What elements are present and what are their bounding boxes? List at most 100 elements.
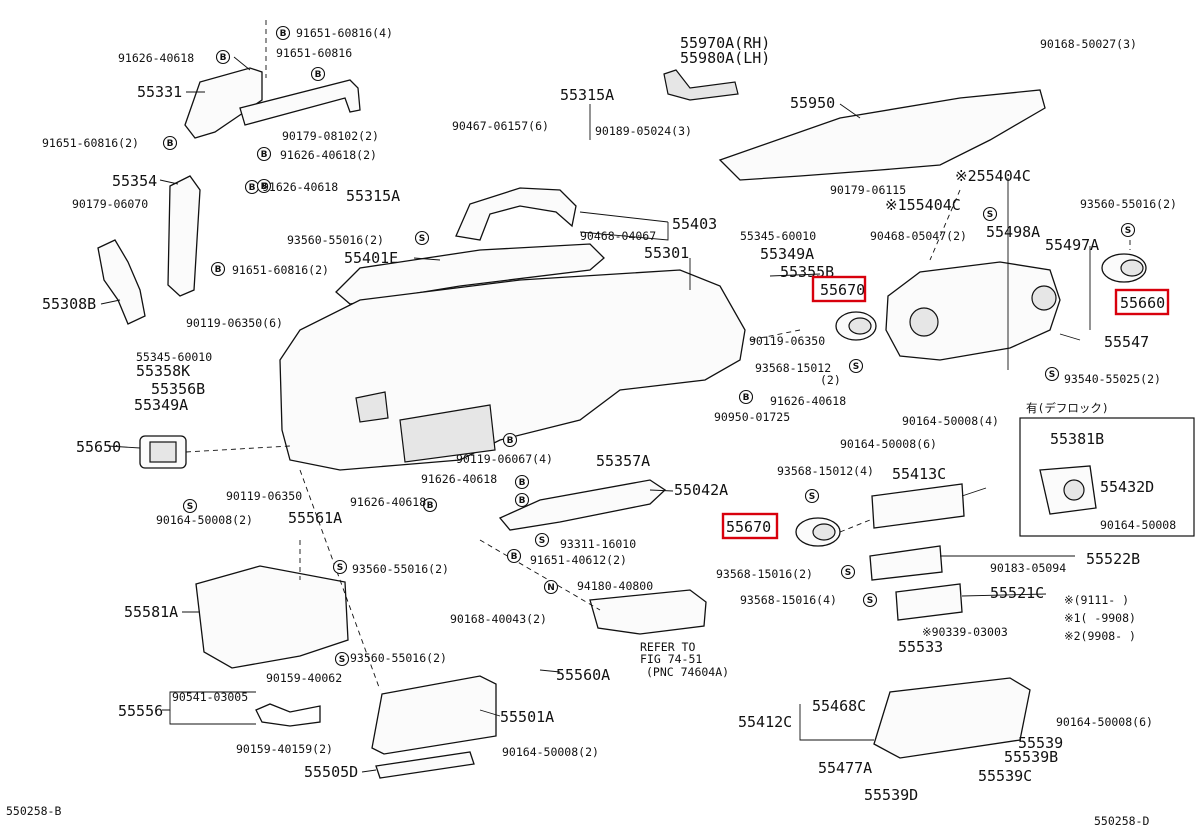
- part-label: 55301: [644, 244, 689, 262]
- part-label: ※2(9908- ): [1064, 629, 1136, 643]
- fastener-symbol-letter: B: [220, 53, 227, 63]
- part-label: REFER TO: [640, 640, 695, 654]
- fastener-symbol-letter: S: [539, 536, 545, 546]
- part-label: 90119-06350(6): [186, 316, 283, 330]
- part-label: 55556: [118, 702, 163, 720]
- part-label: (2): [820, 373, 841, 387]
- part-55581a-glovebox: [195, 565, 349, 669]
- part-label: 90168-40043(2): [450, 612, 547, 626]
- fastener-symbol-letter: B: [519, 496, 526, 506]
- part-label: 93568-15016(2): [716, 567, 813, 581]
- fastener-symbol-letter: B: [280, 29, 287, 39]
- fastener-symbol-icon: N: [543, 579, 559, 595]
- inset-box: [1019, 417, 1195, 537]
- fastener-symbol-letter: S: [867, 596, 873, 606]
- fastener-symbol-icon: B: [506, 548, 522, 564]
- highlight-box-55670-upper[interactable]: [811, 275, 867, 303]
- part-label: 55539D: [864, 786, 918, 804]
- fastener-symbol-icon: S: [182, 498, 198, 514]
- part-label: 93568-15012: [755, 361, 831, 375]
- fastener-symbol-letter: B: [507, 436, 514, 446]
- fastener-symbol-letter: S: [419, 234, 425, 244]
- part-label: 93560-55016(2): [287, 233, 384, 247]
- part-label: 55650: [76, 438, 121, 456]
- fastener-symbol-letter: S: [853, 362, 859, 372]
- fastener-symbol-letter: B: [249, 183, 256, 193]
- part-label: 55505D: [304, 763, 358, 781]
- part-label: 55539B: [1004, 748, 1058, 766]
- part-label: 55970A(RH): [680, 34, 770, 52]
- fastener-symbol-icon: S: [848, 358, 864, 374]
- fastener-symbol-icon: S: [1120, 222, 1136, 238]
- part-label: 90168-50027(3): [1040, 37, 1137, 51]
- part-label: FIG 74-51: [640, 652, 702, 666]
- fastener-symbol-icon: S: [840, 564, 856, 580]
- fastener-symbol-letter: S: [1125, 226, 1131, 236]
- part-label: 93560-55016(2): [352, 562, 449, 576]
- part-55413c-bezel: [871, 483, 965, 529]
- part-label: 55497A: [1045, 236, 1099, 254]
- part-55521c: [895, 583, 963, 621]
- part-55660-outlet: [1101, 253, 1147, 283]
- fastener-symbol-letter: B: [261, 150, 268, 160]
- part-label: 55355B: [780, 263, 834, 281]
- fastener-symbol-icon: B: [210, 261, 226, 277]
- part-label: 55501A: [500, 708, 554, 726]
- part-label: 55950: [790, 94, 835, 112]
- part-label: 90119-06350: [749, 334, 825, 348]
- part-label: ※255404C: [955, 167, 1031, 185]
- part-label: 91626-40618(2): [280, 148, 377, 162]
- part-label: 55560A: [556, 666, 610, 684]
- part-label: 90164-50008(6): [840, 437, 937, 451]
- highlight-box-55670-lower[interactable]: [721, 512, 779, 540]
- part-label: 55381B: [1050, 430, 1104, 448]
- part-label: 91626-40618: [262, 180, 338, 194]
- part-label: 93560-55016(2): [1080, 197, 1177, 211]
- highlight-boxes: [721, 275, 1170, 540]
- fastener-symbol-icon: B: [514, 492, 530, 508]
- part-label: 90119-06067(4): [456, 452, 553, 466]
- part-shapes: [97, 67, 1195, 779]
- part-55412c-panel: [873, 677, 1031, 759]
- fastener-symbol-icon: S: [414, 230, 430, 246]
- part-label: 55349A: [760, 245, 814, 263]
- part-label: 55468C: [812, 697, 866, 715]
- part-label: 90179-06115: [830, 183, 906, 197]
- part-label: 55354: [112, 172, 157, 190]
- part-label: ※90339-03003: [922, 625, 1008, 639]
- fastener-symbol-icon: B: [162, 135, 178, 151]
- part-label: 91651-60816(2): [232, 263, 329, 277]
- part-label: 55432D: [1100, 478, 1154, 496]
- part-55308b: [97, 239, 146, 325]
- part-label: ※1( -9908): [1064, 611, 1136, 625]
- part-55970a-duct: [663, 69, 739, 101]
- part-label: (PNC 74604A): [646, 665, 729, 679]
- part-label: 90468-05047(2): [870, 229, 967, 243]
- part-label: 有(デフロック): [1026, 401, 1109, 415]
- fastener-symbol-icon: S: [334, 651, 350, 667]
- part-label: 55042A: [674, 481, 728, 499]
- leader-lines: [100, 56, 1091, 773]
- part-label: 55308B: [42, 295, 96, 313]
- part-label: 93568-15016(4): [740, 593, 837, 607]
- fastener-symbol-icon: S: [534, 532, 550, 548]
- fastener-symbol-letter: S: [337, 563, 343, 573]
- part-label: 91626-40618: [770, 394, 846, 408]
- part-55042a-bracket: [498, 479, 667, 531]
- fastener-symbol-letter: B: [743, 393, 750, 403]
- part-label: 55349A: [134, 396, 188, 414]
- part-55950-duct: [718, 89, 1046, 181]
- assembly-lines: [185, 20, 1131, 691]
- part-label: 55345-60010: [136, 350, 212, 364]
- highlight-box-55660[interactable]: [1114, 288, 1170, 316]
- part-label: 55358K: [136, 362, 190, 380]
- fastener-symbol-icon: S: [862, 592, 878, 608]
- part-label: 55413C: [892, 465, 946, 483]
- part-55650-register: [139, 435, 187, 469]
- fastener-symbol-icon: B: [256, 178, 272, 194]
- part-label: 90950-01725: [714, 410, 790, 424]
- part-label: 55345-60010: [740, 229, 816, 243]
- fastener-symbol-icon: B: [275, 25, 291, 41]
